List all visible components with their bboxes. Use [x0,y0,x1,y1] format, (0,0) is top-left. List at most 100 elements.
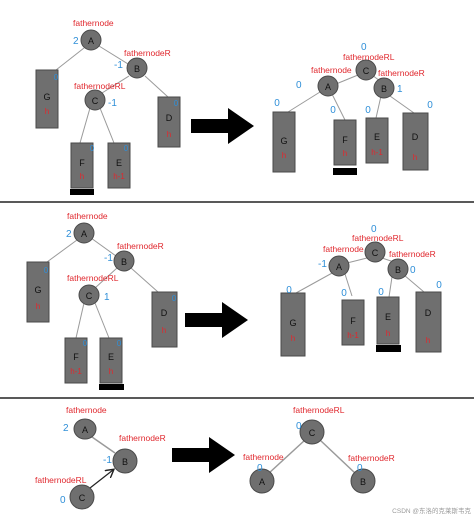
svg-text:0: 0 [172,294,177,303]
svg-text:h: h [109,367,113,376]
s2-after-subtree-E: E h 0 [376,287,401,352]
s1-after-node-C: C [355,59,377,81]
s3-A-balance: 2 [63,423,69,434]
s1-after-A-balance: 0 [296,80,302,91]
svg-text:A: A [325,82,331,92]
svg-text:B: B [122,457,128,467]
svg-text:h: h [291,334,295,343]
section-2: A fathernode 2 B fathernodeR -1 C father… [26,211,442,390]
svg-text:0: 0 [54,73,59,82]
s2-node-B: B [113,250,135,272]
svg-text:D: D [412,132,419,142]
svg-text:G: G [280,136,287,146]
s3-after-C-balance: 0 [296,421,302,432]
s2-after-label-fathernodeR: fathernodeR [389,249,436,259]
s3-node-B: B [112,448,138,474]
s2-after-subtree-F: F h-1 0 [341,288,365,346]
s1-after-inserted-marker [333,168,357,175]
svg-text:h: h [36,302,40,311]
svg-text:F: F [79,158,85,168]
s2-subtree-F: F h-1 0 [64,337,88,384]
svg-text:h: h [80,172,84,181]
s2-after-node-B: B [387,258,409,280]
s2-transform-arrow [185,302,248,338]
svg-text:0: 0 [83,339,88,348]
s1-after-node-A: A [317,75,339,97]
s1-after-label-fathernodeRL: fathernodeRL [343,52,395,62]
svg-text:0: 0 [117,339,122,348]
s1-A-balance: 2 [73,36,79,47]
s1-after-node-B: B [373,77,395,99]
s3-C-balance: 0 [60,495,66,506]
svg-text:E: E [116,158,122,168]
svg-text:0: 0 [330,105,336,116]
svg-text:F: F [73,352,79,362]
svg-text:0: 0 [174,99,179,108]
s2-label-fathernodeRL: fathernodeRL [67,273,119,283]
s3-after-label-fathernodeRL: fathernodeRL [293,405,345,415]
s3-after-node-A: A [249,468,275,494]
svg-text:C: C [92,96,99,106]
svg-text:A: A [259,477,265,487]
s3-B-balance: -1 [103,455,112,466]
s2-after-C-balance: 0 [371,224,377,235]
svg-text:A: A [336,262,342,272]
s2-after-node-A: A [328,255,350,277]
s1-label-fathernodeR: fathernodeR [124,48,171,58]
s1-transform-arrow [191,108,254,144]
svg-text:B: B [134,64,140,74]
svg-text:h: h [162,326,166,335]
s1-label-fathernode: fathernode [73,18,114,28]
svg-text:B: B [395,265,401,275]
svg-text:0: 0 [378,287,384,298]
s1-after-label-fathernodeR: fathernodeR [378,68,425,78]
watermark: CSDN @东洛的克莱斯韦克 [392,506,471,515]
svg-text:G: G [43,92,50,102]
svg-text:B: B [360,477,366,487]
svg-text:A: A [88,36,94,46]
s2-after-subtree-D: D h 0 [415,280,442,353]
s2-B-balance: -1 [104,253,113,264]
s3-after-label-fathernodeR: fathernodeR [348,453,395,463]
s3-label-fathernodeR: fathernodeR [119,433,166,443]
svg-text:h: h [282,151,286,160]
s3-before-edges [91,436,116,454]
s1-subtree-G: G h 0 [35,69,59,129]
svg-text:0: 0 [90,144,95,153]
s3-after-label-fathernode: fathernode [243,452,284,462]
s1-after-label-fathernode: fathernode [311,65,352,75]
svg-text:D: D [166,113,173,123]
svg-text:h-1: h-1 [70,367,82,376]
svg-text:0: 0 [436,280,442,291]
s3-node-A: A [73,418,97,440]
svg-text:A: A [82,425,88,435]
s1-node-A: A [80,29,102,51]
s1-after-edges [287,74,415,121]
svg-text:h-1: h-1 [113,172,125,181]
svg-text:E: E [108,352,114,362]
svg-text:0: 0 [365,105,371,116]
s1-after-C-balance: 0 [361,42,367,53]
svg-text:E: E [374,132,380,142]
s2-node-A: A [73,222,95,244]
svg-text:F: F [342,135,348,145]
svg-text:G: G [34,285,41,295]
section-3: A fathernode 2 B fathernodeR -1 C father… [35,405,395,510]
s2-after-label-fathernode: fathernode [323,244,364,254]
s2-after-A-balance: -1 [318,259,327,270]
s3-label-fathernodeRL: fathernodeRL [35,475,87,485]
svg-text:0: 0 [274,98,280,109]
svg-text:D: D [161,308,168,318]
svg-text:A: A [81,229,87,239]
s2-after-label-fathernodeRL: fathernodeRL [352,233,404,243]
s1-after-subtree-D: D h 0 [402,100,433,171]
svg-text:C: C [79,493,86,503]
svg-text:0: 0 [124,144,129,153]
s2-after-inserted-marker [376,345,401,352]
s1-label-fathernodeRL: fathernodeRL [74,81,126,91]
s1-before-edges [55,45,169,144]
s3-after-A-balance: 0 [257,463,263,474]
svg-text:B: B [381,84,387,94]
s1-C-balance: -1 [108,98,117,109]
